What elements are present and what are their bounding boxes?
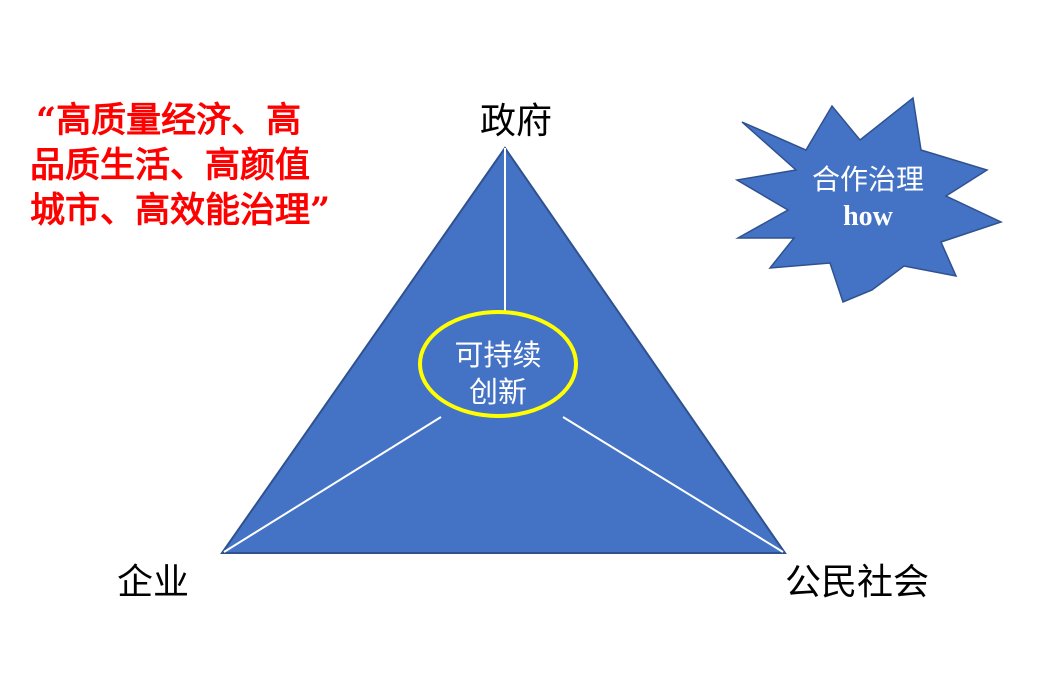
star-text-line-2: how (843, 201, 894, 232)
spoke-to-civil-society (562, 416, 784, 553)
slogan-line-1: “高质量经济、高 (36, 100, 301, 141)
spoke-to-enterprise (223, 416, 442, 553)
starburst-shape (734, 96, 1004, 304)
center-text-line-2: 创新 (469, 375, 527, 409)
label-civil-society: 公民社会 (785, 562, 929, 603)
center-ellipse (418, 310, 578, 418)
label-enterprise: 企业 (117, 562, 189, 603)
star-text-line-1: 合作治理 (812, 163, 924, 196)
slogan: “高质量经济、高 品质生活、高颜值 城市、高效能治理” (30, 100, 330, 231)
label-government: 政府 (480, 101, 552, 142)
slogan-line-2: 品质生活、高颜值 (30, 145, 310, 186)
slogan-line-3: 城市、高效能治理” (30, 190, 330, 231)
center-text-line-1: 可持续 (454, 338, 541, 372)
